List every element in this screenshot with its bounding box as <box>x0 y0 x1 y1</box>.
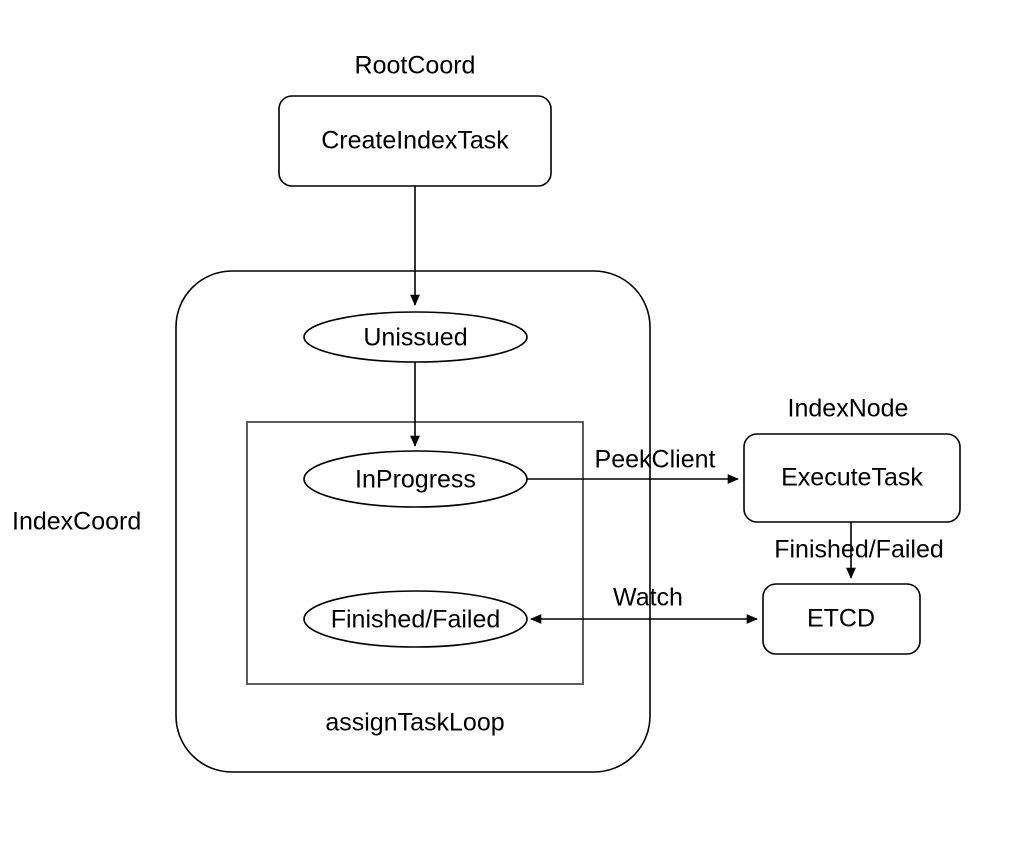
edge-label-peekclient: PeekClient <box>595 446 716 474</box>
group-label-indexnode: IndexNode <box>788 395 909 423</box>
node-label-unissued: Unissued <box>363 324 467 352</box>
node-inprogress-shape <box>303 450 528 508</box>
node-label-inprogress: InProgress <box>355 466 476 494</box>
node-etcd-shape <box>762 583 921 655</box>
node-create-index-task-shape <box>278 95 552 187</box>
group-label-assigntaskloop: assignTaskLoop <box>325 709 504 737</box>
node-label-create-index-task: CreateIndexTask <box>321 127 509 155</box>
group-label-indexcoord: IndexCoord <box>12 508 141 536</box>
group-label-rootcoord: RootCoord <box>355 52 476 80</box>
node-unissued[interactable]: Unissued <box>303 311 528 363</box>
node-label-finished-failed: Finished/Failed <box>331 606 501 634</box>
node-finished-failed-state[interactable]: Finished/Failed <box>303 590 528 648</box>
node-label-etcd: ETCD <box>807 605 875 633</box>
group-indexcoord-box <box>175 270 651 773</box>
edge-label-finished-failed: Finished/Failed <box>774 536 944 564</box>
node-unissued-shape <box>303 311 528 363</box>
node-inprogress[interactable]: InProgress <box>303 450 528 508</box>
node-etcd[interactable]: ETCD <box>762 583 921 655</box>
edge-label-watch: Watch <box>613 584 683 612</box>
node-execute-task-shape <box>743 433 961 523</box>
node-create-index-task[interactable]: CreateIndexTask <box>278 95 552 187</box>
node-label-execute-task: ExecuteTask <box>781 464 923 492</box>
node-execute-task[interactable]: ExecuteTask <box>743 433 961 523</box>
node-finished-failed-shape <box>303 590 528 648</box>
